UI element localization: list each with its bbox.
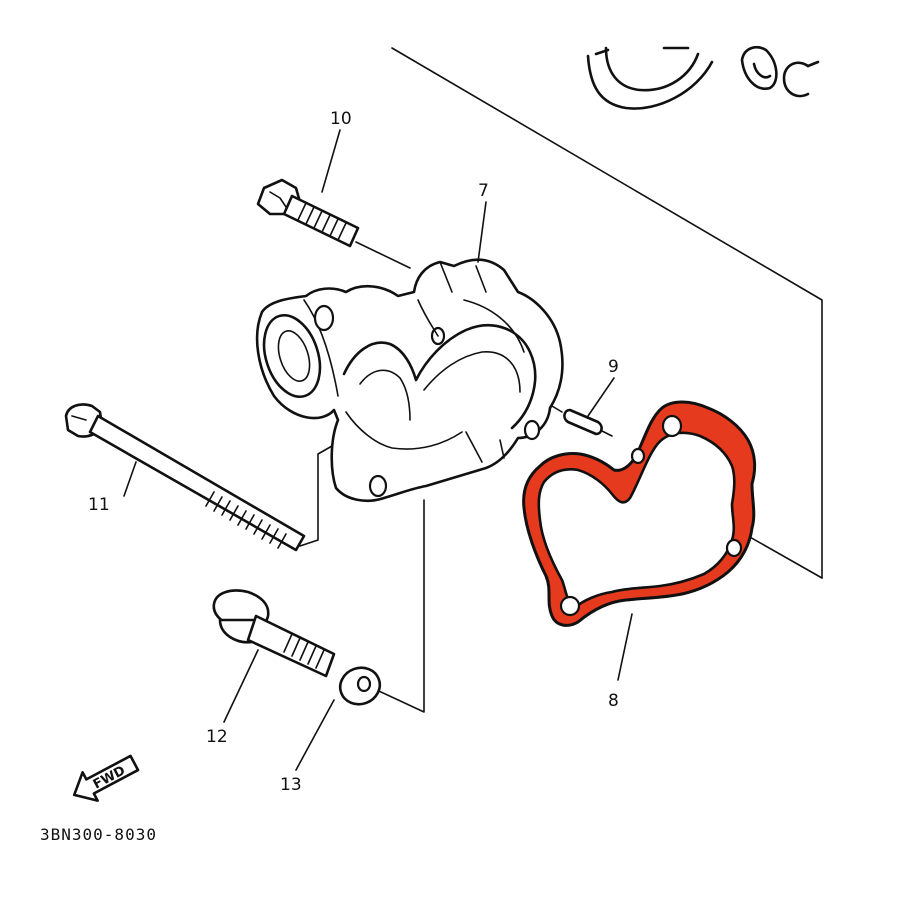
- diagram-code: 3BN300-8030: [40, 825, 157, 844]
- dowel-pin-9: [563, 408, 603, 436]
- callout-10: 10: [330, 109, 352, 129]
- callout-9: 9: [608, 357, 619, 377]
- callout-11: 11: [88, 495, 110, 515]
- bolt-10: [256, 178, 360, 248]
- callout-8: 8: [608, 691, 619, 711]
- leader-lines: [123, 129, 633, 771]
- callout-7: 7: [478, 181, 489, 201]
- washer-13: [338, 666, 382, 706]
- flange-bolt-12: [212, 589, 336, 678]
- gasket-8-highlighted: [522, 400, 757, 627]
- long-bolt-11: [64, 403, 306, 552]
- callout-13: 13: [280, 775, 302, 795]
- forward-direction-arrow-icon: FWD: [72, 754, 140, 802]
- water-pump-housing-7: [255, 258, 564, 502]
- callout-12: 12: [206, 727, 228, 747]
- adjacent-assembly-fragment: [586, 46, 820, 110]
